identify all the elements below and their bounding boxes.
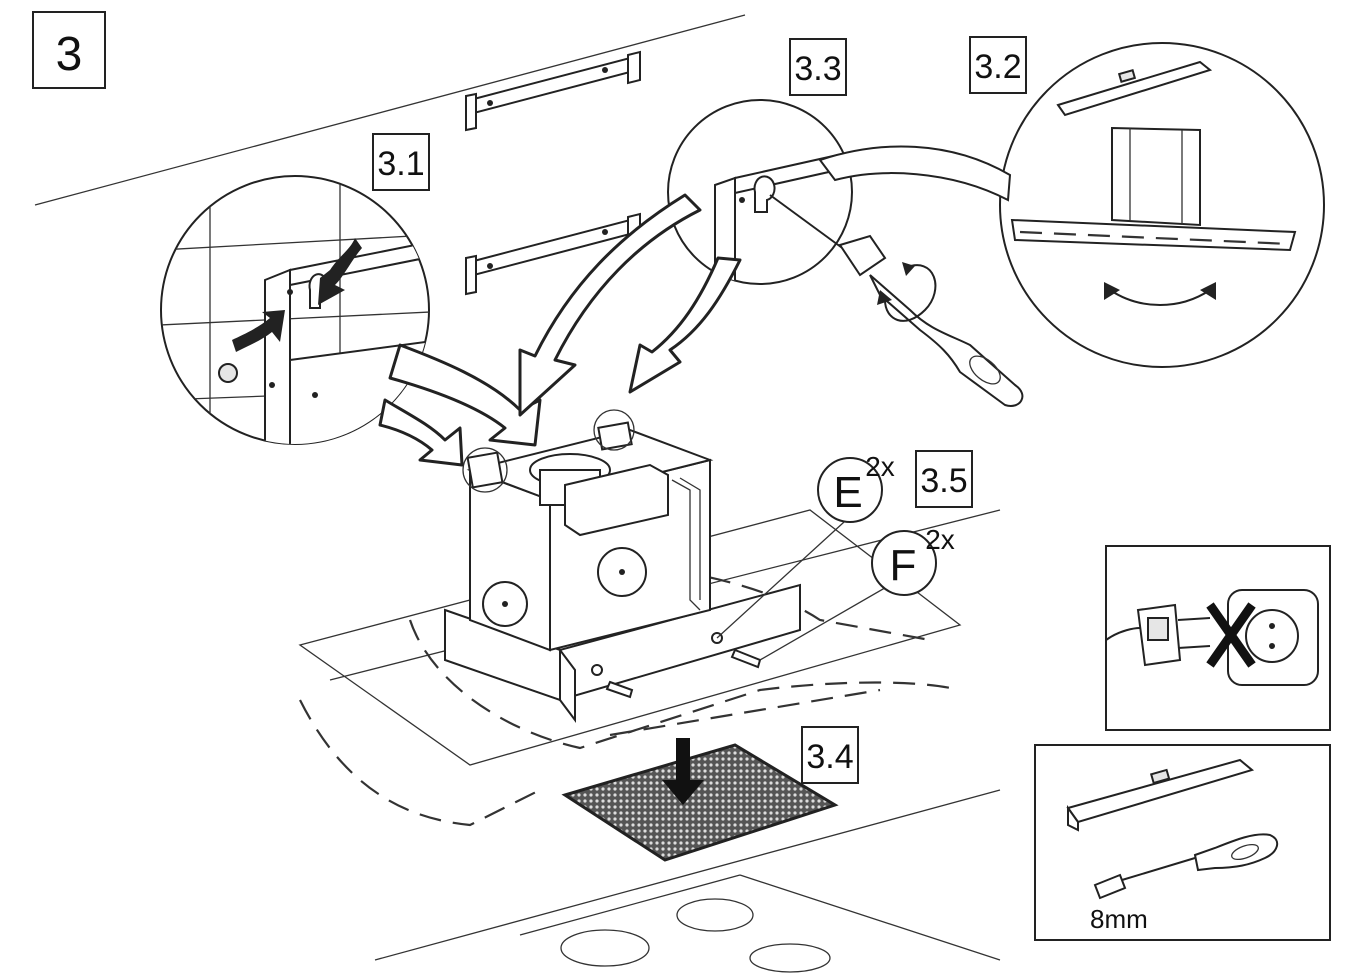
callout-3-2-label: 3.2 [974,48,1021,86]
arrow-from-3-1 [378,343,542,467]
unplug-warning-icon [1105,589,1319,686]
grease-filter [561,743,839,862]
down-arrow-icon [662,738,704,805]
part-e-quantity: 2x [865,451,895,482]
arrow-from-3-3-right [628,256,742,394]
motor-housing [444,409,801,723]
callout-3-5: 3.5 [915,450,973,508]
callout-3-5-label: 3.5 [920,462,967,500]
rotate-arrow-icon [877,262,937,322]
screw-f [591,584,891,699]
callout-3-1-label: 3.1 [377,145,424,183]
part-e-callout: E 2x [817,451,895,523]
tools-box [1034,744,1331,941]
part-f-quantity: 2x [925,524,955,555]
callout-3-3-label: 3.3 [794,50,841,88]
detail-3-3-circle [667,99,853,285]
part-e-letter: E [833,468,862,517]
left-screw-hole [482,581,528,627]
screw-e [711,511,856,644]
callout-3-2: 3.2 [969,36,1027,94]
step-number-box: 3 [32,11,106,89]
socket-size-label: 8mm [1090,904,1148,934]
callout-3-4: 3.4 [801,726,859,784]
callout-3-1: 3.1 [372,133,430,191]
screwdriver-icon [769,194,1024,407]
detail-3-2-circle [999,42,1325,368]
step-number: 3 [56,28,83,81]
connector-band [818,145,1012,202]
part-f-callout: F 2x [871,524,955,596]
spirit-level-icon [1066,758,1255,832]
tool-screwdriver-icon [1093,833,1279,900]
arrow-from-3-3-left [518,193,702,417]
wall-bracket-upper [465,50,641,132]
callout-3-3: 3.3 [789,38,847,96]
callout-3-4-label: 3.4 [806,738,853,776]
part-f-letter: F [890,541,917,590]
